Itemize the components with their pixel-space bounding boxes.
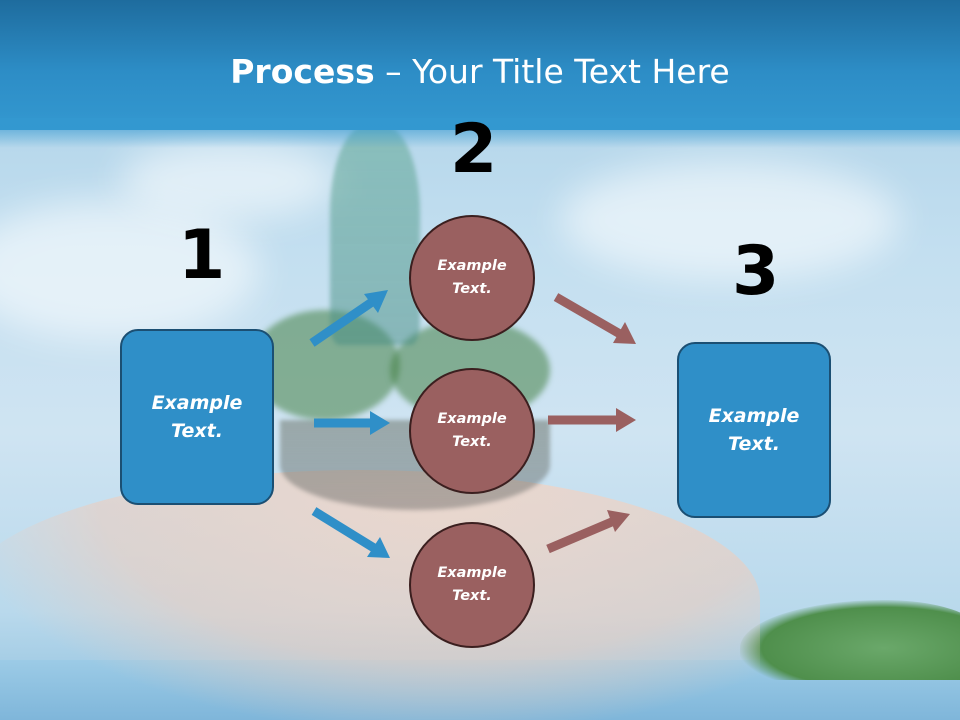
slide-title: Process – Your Title Text Here (0, 52, 960, 91)
arrow-blue-up (309, 290, 388, 347)
cloud (560, 160, 900, 280)
title-bar (0, 0, 960, 130)
step-number-3: 3 (732, 232, 780, 311)
cloud (120, 140, 340, 220)
step-number-1: 1 (178, 216, 226, 295)
arrow-blue-down (311, 507, 390, 558)
circle-bottom-text: Example Text. (437, 564, 507, 604)
arrow-brown-down (553, 293, 636, 344)
cloud (0, 200, 260, 340)
step-3-box: Example Text. (677, 342, 831, 518)
step-1-box-text: Example Text. (151, 391, 243, 443)
step-2-circle-top: Example Text. (409, 215, 535, 341)
title-rest: – Your Title Text Here (374, 52, 730, 91)
title-bar-fade (0, 118, 960, 148)
step-2-circle-bottom: Example Text. (409, 522, 535, 648)
arrow-brown-middle (548, 408, 636, 432)
circle-middle-text: Example Text. (437, 410, 507, 450)
arrow-brown-up (546, 510, 630, 554)
step-2-circle-middle: Example Text. (409, 368, 535, 494)
step-3-box-text: Example Text. (708, 404, 800, 456)
circle-top-text: Example Text. (437, 257, 507, 297)
title-bold: Process (230, 52, 375, 91)
step-1-box: Example Text. (120, 329, 274, 505)
step-number-2: 2 (450, 110, 498, 189)
hand-background (0, 470, 760, 720)
arrow-blue-middle (314, 411, 390, 435)
